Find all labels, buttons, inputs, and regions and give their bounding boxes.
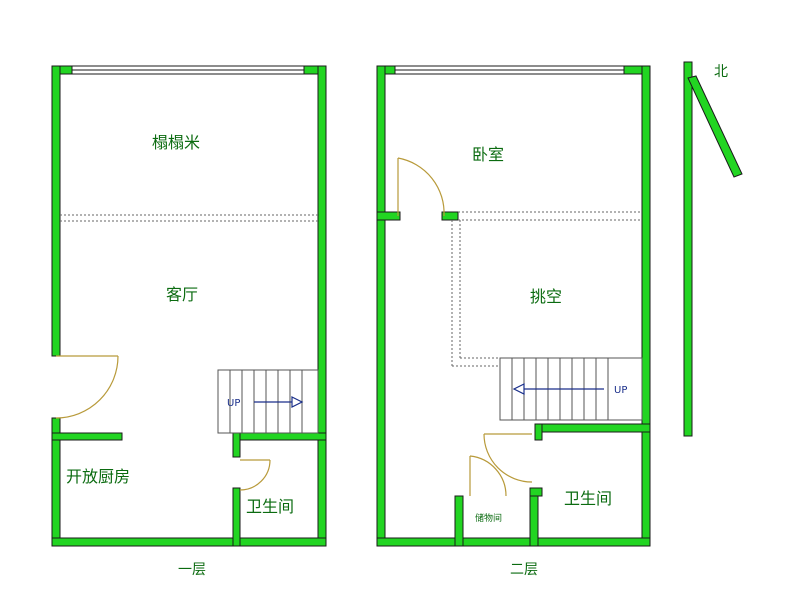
floor-1-stair-arrow [254, 396, 304, 408]
floor-1-window [71, 65, 305, 75]
floor-2: UP 卧室 挑空 卫生间 储物间 二层 [376, 65, 651, 578]
floor-2-window [394, 65, 625, 75]
floor-2-bedroom-door [397, 157, 445, 217]
floor-1-bathroom-door [239, 459, 271, 491]
room-label-living: 客厅 [166, 285, 198, 304]
floor-2-stair-arrow [512, 383, 604, 395]
floor-2-void-outline [451, 211, 642, 367]
floor-2-storage-door [469, 455, 507, 497]
floor-2-walls [376, 65, 651, 547]
room-label-void: 挑空 [530, 287, 562, 306]
floor-1: UP 榻榻米 客厅 开放厨房 卫生间 一层 [51, 65, 327, 578]
north-label: 北 [714, 64, 728, 80]
room-label-tatami: 榻榻米 [152, 133, 200, 152]
floor-1-walls [51, 65, 327, 547]
north-arrow: 北 [683, 61, 743, 437]
room-label-floor2-bathroom: 卫生间 [564, 489, 612, 508]
room-label-kitchen: 开放厨房 [66, 467, 130, 486]
floor-1-stair-up-label: UP [227, 398, 240, 409]
floor-2-bathroom-door [483, 433, 533, 483]
floor-2-stair-up-label: UP [614, 385, 627, 396]
room-label-bedroom: 卧室 [472, 145, 504, 164]
floor-1-loft-line [60, 214, 318, 222]
floor-1-caption: 一层 [178, 562, 206, 578]
room-label-floor1-bathroom: 卫生间 [246, 497, 294, 516]
floor-2-caption: 二层 [510, 562, 538, 578]
room-label-storage: 储物间 [475, 512, 502, 524]
floor-1-entry-door [55, 355, 119, 419]
